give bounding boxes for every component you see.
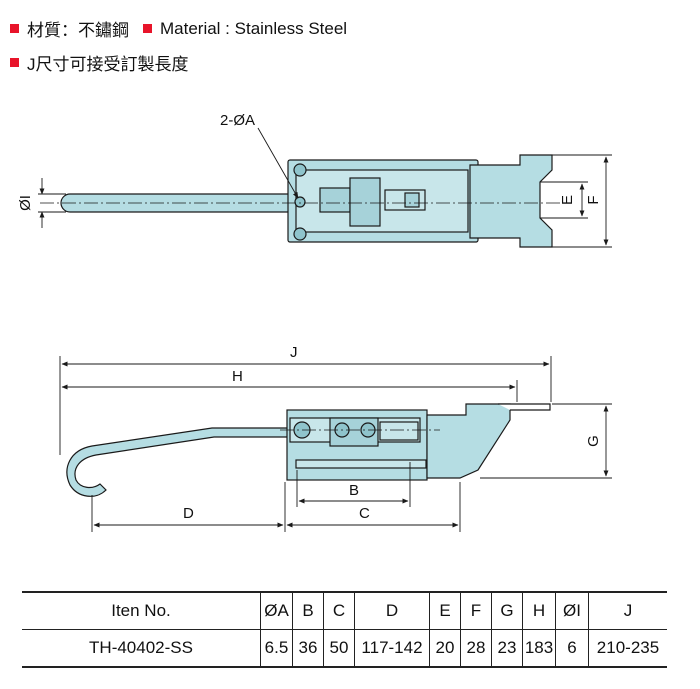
dim-f-label: F <box>585 195 602 204</box>
header-e: E <box>429 591 461 630</box>
dim-e-label: E <box>559 195 576 205</box>
dim-g-label: G <box>585 435 602 447</box>
dim-i-label: ØI <box>17 195 34 211</box>
cell-e: 20 <box>429 629 461 668</box>
side-view <box>66 403 551 497</box>
cell-i: 6 <box>555 629 589 668</box>
header-d: D <box>354 591 430 630</box>
cell-item-no: TH-40402-SS <box>22 629 261 668</box>
cell-j: 210-235 <box>588 629 667 668</box>
top-hole-2 <box>293 227 307 241</box>
side-hook-wire <box>66 427 291 497</box>
header-a: ØA <box>260 591 293 630</box>
red-square-bullet-icon <box>143 24 152 33</box>
spec-header-row: Iten No. ØA B C D E F G H ØI J <box>22 591 667 630</box>
custom-length-text: J尺寸可接受訂製長度 <box>27 55 189 74</box>
dim-h-label: H <box>232 368 243 385</box>
cell-g: 23 <box>491 629 523 668</box>
top-hole-1 <box>293 163 307 177</box>
red-square-bullet-icon <box>10 24 19 33</box>
header-h: H <box>522 591 556 630</box>
cell-d: 117-142 <box>354 629 430 668</box>
top-view <box>60 154 553 248</box>
red-square-bullet-icon <box>10 58 19 67</box>
header-c: C <box>323 591 355 630</box>
dim-b-label: B <box>349 482 359 499</box>
material-zh-text: 材質：不鏽鋼 <box>27 21 129 40</box>
cell-c: 50 <box>323 629 355 668</box>
spec-data-row: TH-40402-SS 6.5 36 50 117-142 20 28 23 1… <box>22 629 667 668</box>
cell-a: 6.5 <box>260 629 293 668</box>
material-note: 材質：不鏽鋼 Material : Stainless Steel <box>10 16 347 41</box>
spec-table: Iten No. ØA B C D E F G H ØI J TH-40402-… <box>22 591 667 668</box>
hole-label: 2-ØA <box>220 112 255 129</box>
dim-j-label: J <box>290 344 298 361</box>
side-clip <box>426 403 511 479</box>
material-en-text: Material : Stainless Steel <box>160 18 348 38</box>
custom-length-note: J尺寸可接受訂製長度 <box>10 50 189 75</box>
cell-f: 28 <box>460 629 492 668</box>
dim-c-label: C <box>359 505 370 522</box>
header-j: J <box>588 591 667 630</box>
cell-b: 36 <box>292 629 324 668</box>
dim-d-label: D <box>183 505 194 522</box>
header-g: G <box>491 591 523 630</box>
header-b: B <box>292 591 324 630</box>
cell-h: 183 <box>522 629 556 668</box>
header-f: F <box>460 591 492 630</box>
header-i: ØI <box>555 591 589 630</box>
header-item-no: Iten No. <box>22 591 261 630</box>
top-clip-plate <box>469 154 553 248</box>
